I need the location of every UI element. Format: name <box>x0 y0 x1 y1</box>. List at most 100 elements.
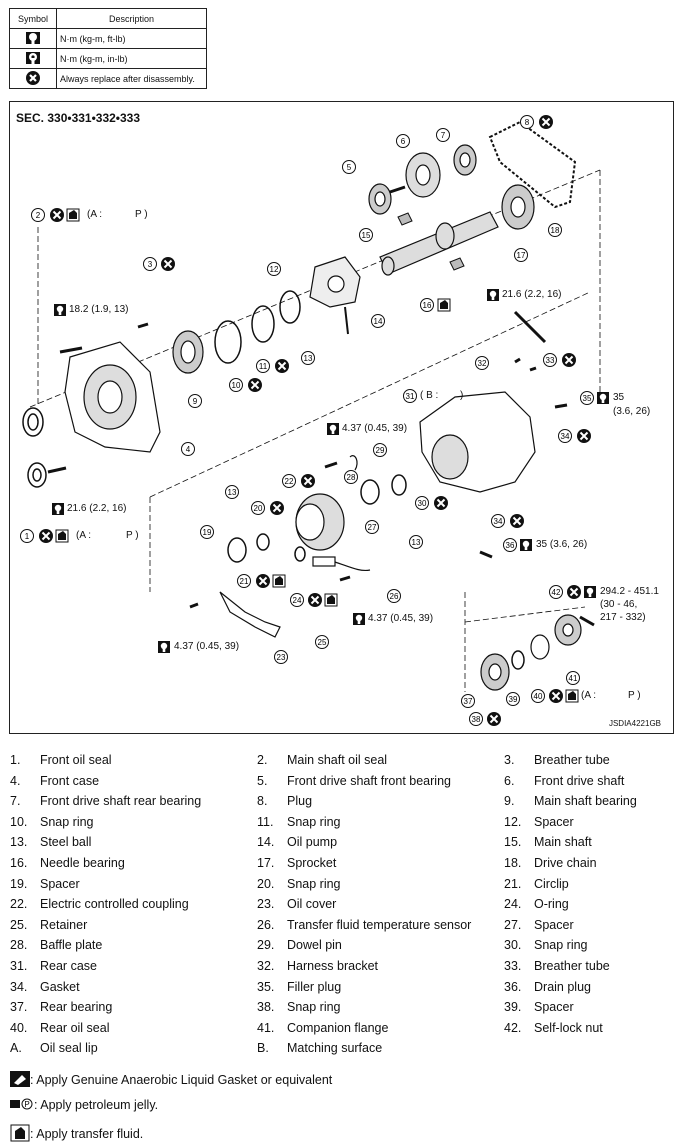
label-31-note: ( B : <box>420 390 439 401</box>
legend-number: 31. <box>10 959 28 973</box>
legend-item: 41.Companion flange <box>257 1021 388 1035</box>
legend-text: Self-lock nut <box>534 1020 603 1035</box>
callout-27: 27 <box>365 520 379 534</box>
svg-text:11: 11 <box>259 362 268 371</box>
legend-number: 35. <box>257 979 275 994</box>
callout-40: 40 <box>531 689 545 703</box>
section-title: SEC. 330•331•332•333 <box>16 111 141 125</box>
legend-text: Gasket <box>40 979 80 994</box>
torque-self-lock-nut: 294.2 - 451.1 <box>600 586 659 597</box>
legend-text: Baffle plate <box>40 938 103 953</box>
callout-6: 6 <box>396 134 410 148</box>
legend-text: Front drive shaft <box>534 773 625 788</box>
svg-text:24: 24 <box>293 596 302 605</box>
svg-text:32: 32 <box>478 359 487 368</box>
legend-item: 18.Drive chain <box>504 856 597 870</box>
legend-number: 13. <box>10 835 28 850</box>
legend-number: 40. <box>10 1020 28 1035</box>
legend-number: 32. <box>257 959 275 973</box>
callout-21: 21 <box>237 574 251 588</box>
legend-item: 11.Snap ring <box>257 815 341 829</box>
svg-text:35: 35 <box>583 394 592 403</box>
legend-text: Spacer <box>534 814 574 829</box>
legend-number: 34. <box>10 979 28 994</box>
legend-item: 26. Transfer fluid temperature sensor <box>257 918 471 932</box>
legend-item: 39.Spacer <box>504 1000 574 1014</box>
svg-text:22: 22 <box>285 477 294 486</box>
callout-18: 18 <box>548 223 562 237</box>
callout-24: 24 <box>290 593 304 607</box>
legend-item: 19.Spacer <box>10 877 80 891</box>
svg-text:37: 37 <box>464 697 473 706</box>
legend-item: 5. Front drive shaft front bearing <box>257 774 451 788</box>
svg-text:14: 14 <box>374 317 383 326</box>
legend-item: 9.Main shaft bearing <box>504 794 637 808</box>
callout-22: 22 <box>282 474 296 488</box>
legend-number: 7. <box>10 794 21 809</box>
legend-item: 25.Retainer <box>10 918 87 932</box>
legend-number: 23. <box>257 897 275 912</box>
legend-text: Front case <box>40 773 100 788</box>
legend-number: 15. <box>504 835 522 850</box>
legend-text: Breather tube <box>534 753 610 767</box>
legend-text: Electric controlled coupling <box>40 897 189 912</box>
legend-number: 10. <box>10 814 28 829</box>
callout-3: 3 <box>143 257 157 271</box>
note-liquid-gasket: : Apply Genuine Anaerobic Liquid Gasket … <box>10 1071 332 1090</box>
legend-text: Snap ring <box>287 1000 341 1015</box>
svg-text:42: 42 <box>552 588 561 597</box>
callout-32: 32 <box>475 356 489 370</box>
callout-19: 19 <box>200 525 214 539</box>
symbol-desc: Always replace after disassembly. <box>56 68 207 89</box>
svg-text:12: 12 <box>270 265 279 274</box>
callout-8: 8 <box>520 115 534 129</box>
torque-filler-plug: 35 <box>613 392 625 403</box>
callout-9: 9 <box>188 394 202 408</box>
svg-text:23: 23 <box>277 653 286 662</box>
svg-text:15: 15 <box>362 231 371 240</box>
legend-item: 16.Needle bearing <box>10 856 125 870</box>
torque-filler-plug-units: (3.6, 26) <box>613 406 651 417</box>
svg-text:36: 36 <box>506 541 515 550</box>
legend-text: Spacer <box>40 876 80 891</box>
callout-33: 33 <box>543 353 557 367</box>
torque-sensor-bolt: 4.37 (0.45, 39) <box>368 613 434 624</box>
note-petroleum-jelly: P : Apply petroleum jelly. <box>10 1098 158 1113</box>
petroleum-jelly-icon: P <box>10 1098 34 1113</box>
svg-text:13: 13 <box>412 538 421 547</box>
torque-drain-plug: 35 (3.6, 26) <box>536 539 588 550</box>
legend-item: 33.Breather tube <box>504 959 610 973</box>
description-header: Description <box>56 8 207 29</box>
label-41-note-end: P ) <box>628 690 641 701</box>
legend-text: Transfer fluid temperature sensor <box>287 917 472 932</box>
svg-text:33: 33 <box>546 356 555 365</box>
legend-number: 3. <box>504 753 515 767</box>
legend-item: 7.Front drive shaft rear bearing <box>10 794 201 808</box>
legend-text: Main shaft bearing <box>534 794 637 809</box>
legend-item: 24.O-ring <box>504 897 569 911</box>
legend-text: Drive chain <box>534 856 597 870</box>
svg-text:26: 26 <box>390 592 399 601</box>
callout-31: 31 <box>403 389 417 403</box>
callout-1: 1 <box>20 529 34 543</box>
callout-20: 20 <box>251 501 265 515</box>
svg-text:28: 28 <box>347 473 356 482</box>
legend-text: Front drive shaft front bearing <box>287 773 451 788</box>
legend-text: Filler plug <box>287 979 342 994</box>
legend-item: 10.Snap ring <box>10 815 94 829</box>
legend-item: 17.Sprocket <box>257 856 336 870</box>
torque-baffle-bolt: 4.37 (0.45, 39) <box>342 423 408 434</box>
svg-text:1: 1 <box>25 532 30 541</box>
legend-item: 22.Electric controlled coupling <box>10 897 189 911</box>
svg-text:38: 38 <box>472 715 481 724</box>
legend-number: 26. <box>257 917 275 932</box>
legend-text: Steel ball <box>40 835 92 850</box>
callout-39: 39 <box>506 692 520 706</box>
legend-number: 5. <box>257 773 268 788</box>
svg-text:7: 7 <box>441 131 446 140</box>
callout-10: 10 <box>229 378 243 392</box>
symbol-desc: N·m (kg-m, ft-lb) <box>56 28 207 49</box>
torque-wrench-small-icon <box>9 48 57 69</box>
legend-item: 42.Self-lock nut <box>504 1021 603 1035</box>
diagram-drawing: 1 2 3 4 5 6 7 8 9 10 11 12 13 13 13 14 1… <box>20 114 609 727</box>
